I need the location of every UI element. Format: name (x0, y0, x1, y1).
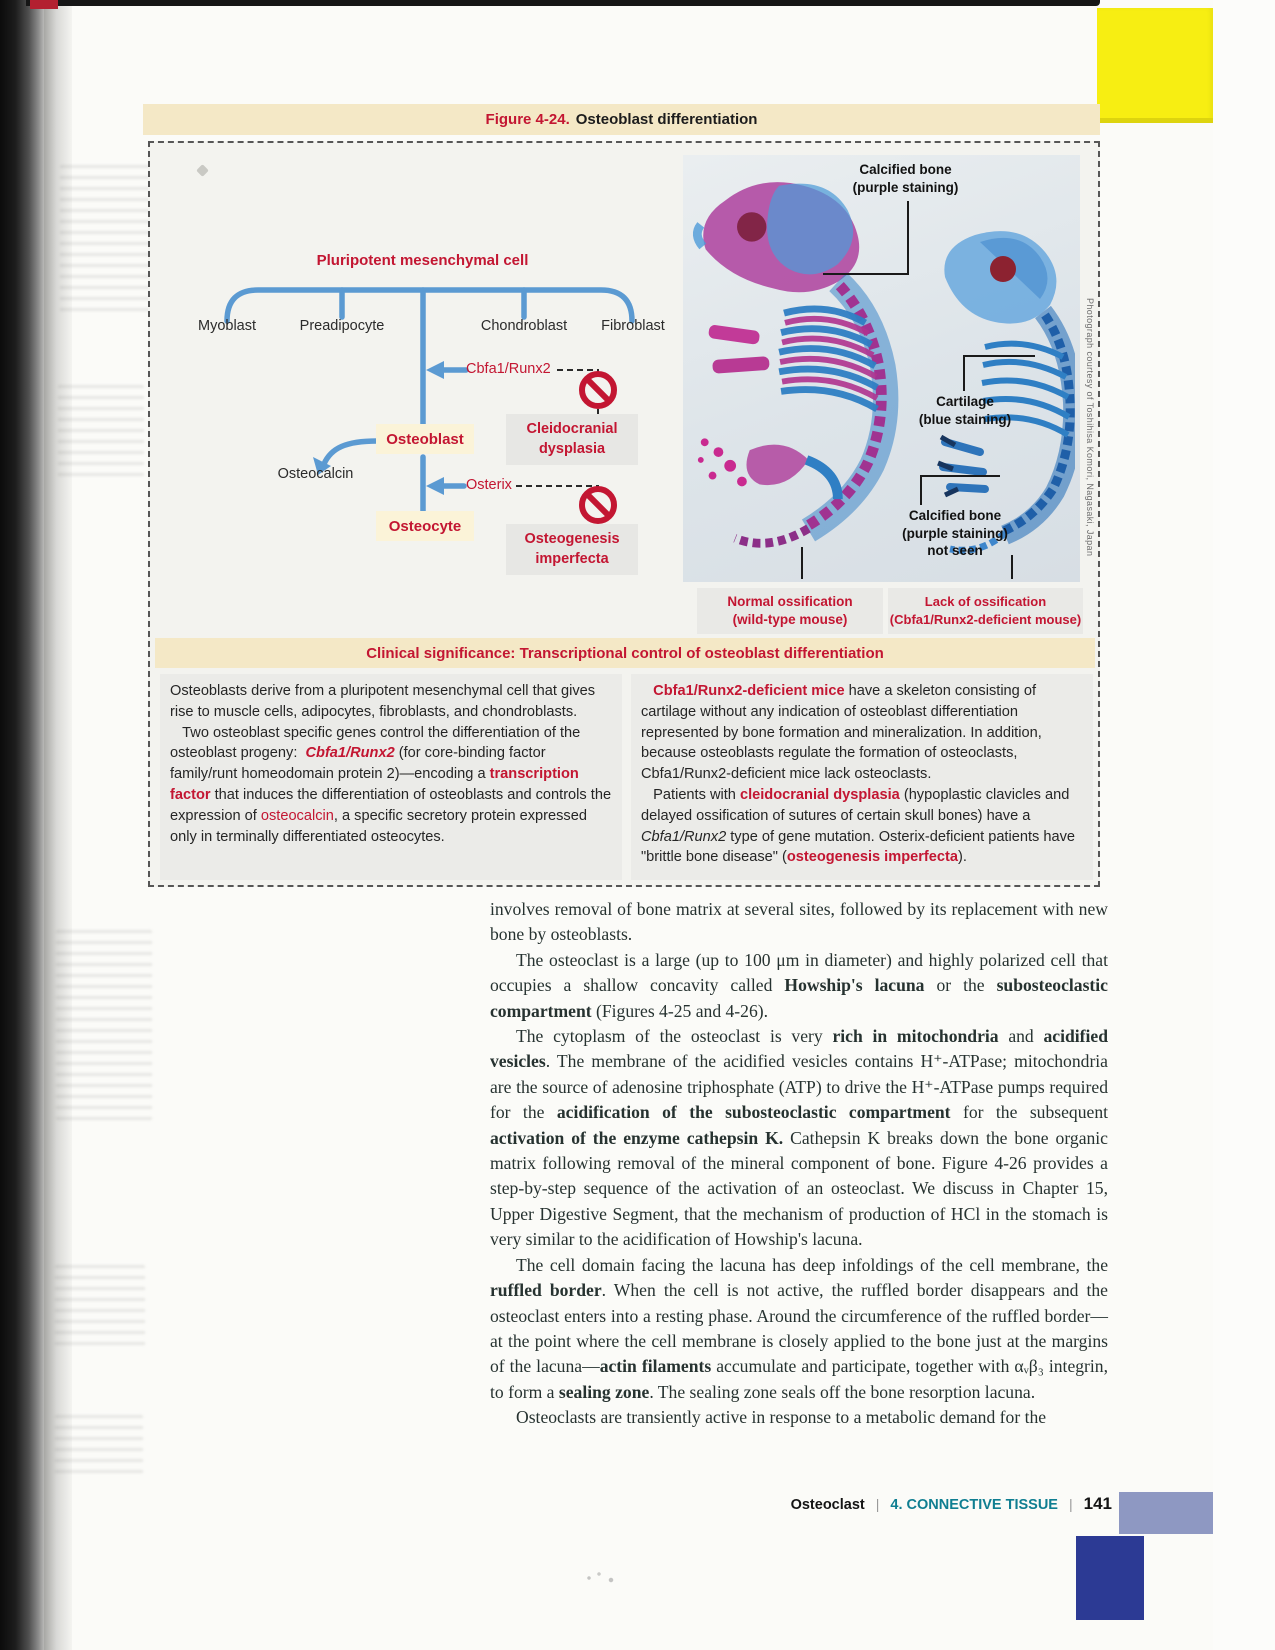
label-connector (920, 475, 1000, 477)
book-cover-sliver (30, 0, 58, 9)
figure-title: Osteoblast differentiation (575, 111, 758, 128)
footer-section-label: Osteoclast (790, 1497, 865, 1513)
deficient-mouse-illustration (937, 231, 1075, 554)
figure-title-bar: Figure 4-24. Osteoblast differentiation (143, 104, 1100, 135)
branch-label-chondroblast: Chondroblast (480, 318, 568, 334)
body-paragraph: The cell domain facing the lacuna has de… (490, 1254, 1108, 1402)
body-text: involves removal of bone matrix at sever… (490, 897, 1108, 1431)
scan-right-margin (1213, 0, 1275, 1650)
caption-tick (801, 547, 803, 579)
factor-label-osterix: Osterix (466, 477, 512, 493)
bleedthrough-text (60, 165, 152, 315)
wildtype-mouse-illustration (692, 182, 899, 548)
page-top-edge (26, 0, 1100, 6)
bleedthrough-text (56, 930, 152, 1120)
branch-label-preadipocyte: Preadipocyte (299, 318, 385, 334)
figure-label: Figure 4-24. (485, 111, 570, 128)
footer-separator: | (875, 1496, 880, 1512)
label-connector (907, 201, 909, 273)
photo-label-cartilage: Cartilage (blue staining) (918, 394, 1012, 427)
prohibition-icon (579, 371, 617, 409)
osteoblast-box: Osteoblast (376, 424, 474, 454)
bleedthrough-text (55, 1265, 145, 1347)
factor-label-cbfa1-runx2: Cbfa1/Runx2 (466, 361, 551, 377)
corner-square (1076, 1536, 1144, 1620)
body-paragraph: The cytoplasm of the osteoclast is very … (490, 1026, 1109, 1250)
bleedthrough-text (55, 1415, 143, 1475)
root-cell-label: Pluripotent mesenchymal cell (316, 252, 529, 269)
footer-chapter-label: 4. CONNECTIVE TISSUE (890, 1497, 1058, 1513)
label-connector (963, 355, 965, 391)
disease-box-cleidocranial-dysplasia: Cleidocranial dysplasia (506, 414, 638, 466)
book-binding (0, 0, 44, 1650)
prohibition-icon (579, 486, 617, 524)
clinical-significance-header: Clinical significance: Transcriptional c… (155, 638, 1095, 668)
page-edge (44, 0, 72, 1650)
footer-page-number: 141 (1083, 1494, 1112, 1513)
corner-tab (1119, 1492, 1213, 1534)
diagram-lines (224, 287, 635, 525)
caption-normal-ossification: Normal ossification (wild-type mouse) (697, 588, 883, 634)
branch-label-fibroblast: Fibroblast (601, 318, 665, 334)
body-paragraph: Osteoclasts are transiently active in re… (516, 1407, 1047, 1428)
clinical-left-column: Osteoblasts derive from a pluripotent me… (160, 674, 622, 880)
photo-credit: Photograph courtesy of Toshihisa Komori,… (1085, 298, 1095, 557)
caption-lack-ossification: Lack of ossification (Cbfa1/Runx2-defici… (888, 588, 1083, 634)
bleedthrough-text (58, 385, 144, 477)
footer-separator: | (1068, 1496, 1073, 1512)
label-connector (963, 355, 1035, 357)
page-footer: Osteoclast | 4. CONNECTIVE TISSUE | 141 (600, 1494, 1112, 1514)
label-connector (823, 273, 909, 275)
caption-tick (1011, 555, 1013, 579)
clinical-right-column: Cbfa1/Runx2-deficient mice have a skelet… (631, 674, 1093, 880)
photo-label-calcified-bone: Calcified bone (purple staining) (852, 162, 959, 195)
body-paragraph: The osteoclast is a large (up to 100 μm … (490, 949, 1108, 1021)
osteocalcin-label: Osteocalcin (277, 466, 354, 482)
photo-panel: Calcified bone (purple staining) Cartila… (683, 155, 1080, 582)
pencil-smudge (585, 1568, 619, 1584)
sticky-note (1097, 8, 1213, 123)
body-paragraph: involves removal of bone matrix at sever… (490, 899, 1108, 945)
photo-label-calcified-not-seen: Calcified bone (purple staining) not see… (902, 508, 1008, 559)
disease-box-osteogenesis-imperfecta: Osteogenesis imperfecta (506, 524, 638, 576)
branch-label-myoblast: Myoblast (197, 318, 257, 334)
label-connector (920, 475, 922, 505)
osteocyte-box: Osteocyte (376, 511, 474, 541)
